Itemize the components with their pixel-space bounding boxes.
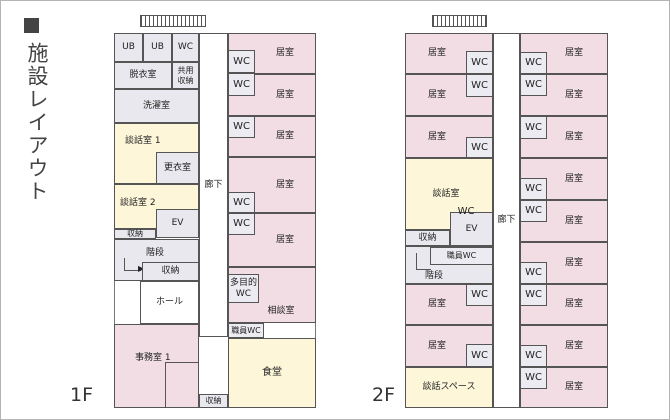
stairs-label-2f: 階段 [425,271,444,281]
wc-2f-r6: WC [520,262,547,284]
wc-2f-r7: WC [520,284,547,306]
stairs-arrow-2f [416,253,431,270]
talk-room-2f-label: 談話室 [432,188,460,199]
wc-1f-1: WC [228,50,255,73]
wc-2f-l5: WC [466,344,493,367]
elevator: EV [156,209,199,238]
consultation-room-label: 相談室 [267,305,295,316]
wc-2f-r1: WC [520,52,547,74]
room-label: 居室 [564,382,583,393]
room-label: 居室 [564,215,583,226]
room-label: 居室 [275,48,294,59]
staff-wc-1f: 職員WC [228,323,264,338]
wc-2f-l2: WC [466,74,493,97]
wc-2f-l4: WC [466,284,493,306]
storage-a: 収納 [114,229,156,239]
wc-2f-r8: WC [520,345,547,367]
wc-2f-r3: WC [520,116,547,139]
corridor-2f: 廊下 [493,33,520,408]
wc-1f-2: WC [228,73,255,96]
wc-room-top: WC [172,33,199,62]
room-label: 居室 [564,257,583,268]
resident-room-1f-3: 居室 [228,116,316,157]
room-label: 居室 [427,340,446,351]
corridor-1f: 廊下 [199,33,228,337]
talk-space: 談話スペース [405,367,493,408]
wc-2f-r2: WC [520,74,547,96]
storage-bottom: 収納 [199,394,228,408]
shared-storage: 共用 収納 [172,62,199,89]
room-label: 居室 [427,48,446,59]
storage-b: 収納 [142,262,199,281]
wc-2f-r5: WC [520,200,547,222]
room-label: 居室 [427,89,446,100]
room-label: 居室 [275,131,294,142]
hall: ホール [140,281,199,324]
corridor-label-1f: 廊下 [204,179,223,190]
page-title: 施設レイアウト [25,42,49,203]
dressing-room: 脱衣室 [114,62,172,89]
room-label: 居室 [275,89,294,100]
floor-label-2f: 2F [372,384,396,406]
room-label: 居室 [427,131,446,142]
ub-room-1: UB [114,33,143,62]
talk-room-2-label: 談話室 2 [120,198,156,209]
office-1-alcove [165,362,199,408]
office-1-label: 事務室 1 [135,352,171,363]
wc-2f-r4: WC [520,178,547,200]
talk-space-label: 談話スペース [422,382,476,393]
stairs-arrow-head-icon: ▶ [138,264,144,273]
elevator-2f: EV [450,212,493,246]
room-label: 居室 [564,340,583,351]
room-label: 居室 [564,299,583,310]
laundry-room: 洗濯室 [114,89,199,123]
wc-1f-5: WC [228,213,255,235]
staff-wc-2f: 職員WC [430,247,493,265]
talk-room-1-label: 談話室 1 [125,136,161,146]
wc-1f-3: WC [228,116,255,138]
room-label: 居室 [564,131,583,142]
multipurpose-wc: 多目的 WC [228,274,259,303]
locker-room: 更衣室 [156,152,199,184]
room-label: 居室 [564,89,583,100]
ub-room-2: UB [143,33,172,62]
dining-room-label: 食堂 [262,367,282,379]
room-label: 居室 [427,299,446,310]
room-label: 居室 [275,234,294,245]
dining-room: 食堂 [228,338,316,408]
room-label: 居室 [275,179,294,190]
room-label: 居室 [564,173,583,184]
storage-2f: 収納 [405,230,450,246]
title-square-icon [24,18,39,33]
stairs-label-1f: 階段 [146,248,165,258]
floor-label-1f: 1F [70,384,94,406]
wc-2f-l1: WC [466,51,493,74]
wc-2f-r9: WC [520,367,547,389]
wc-2f-l3: WC [466,137,493,158]
stairs-arrow-line [124,258,141,271]
entrance-stairs-1f [140,15,206,27]
entrance-stairs-2f [432,15,487,27]
corridor-label-2f: 廊下 [497,215,516,226]
room-label: 居室 [564,48,583,59]
wc-1f-4: WC [228,192,255,213]
